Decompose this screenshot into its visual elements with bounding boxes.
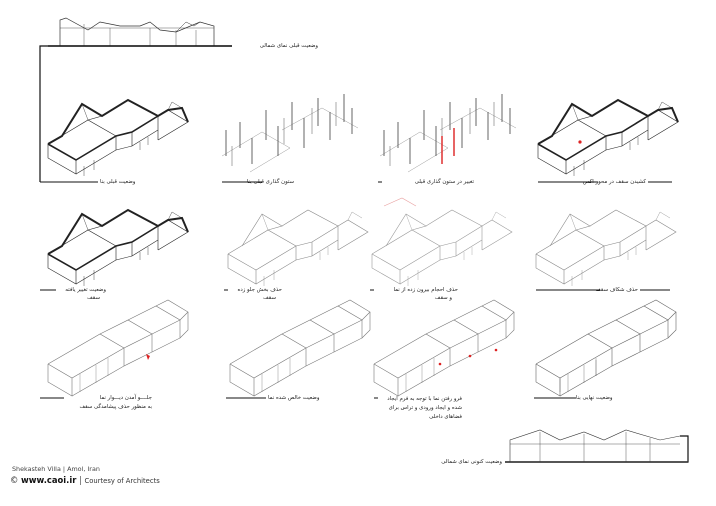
diagram-remove-volumes bbox=[371, 197, 513, 287]
copyright-icon: © bbox=[10, 475, 19, 485]
label-final-building: وضعیت نهایی بنا bbox=[576, 395, 613, 401]
diagram-remove-protrusion bbox=[227, 209, 369, 287]
label-remove-volumes-a: حذف احجام بیرون زده از نما bbox=[393, 287, 458, 293]
north-elevation-after bbox=[505, 429, 688, 463]
label-wall-advance-a: جلــــو آمدن دیـــوار نما bbox=[99, 395, 152, 401]
credit-separator: | bbox=[79, 475, 82, 485]
label-remove-protrusion-b: سقف bbox=[263, 295, 276, 301]
label-existing-columns: ستون گذاری قبلی بنا bbox=[247, 179, 294, 185]
diagram-modified-roof bbox=[47, 209, 189, 287]
label-facade-recess: فرو رفتن نما با توجه به فرم ایجاد شده و … bbox=[387, 396, 462, 420]
label-existing-building: وضعیت قبلی بنا bbox=[100, 179, 136, 185]
diagram-existing-building bbox=[47, 99, 189, 177]
diagram-facade-recess bbox=[373, 299, 515, 397]
courtesy-text: Courtesy of Architects bbox=[84, 477, 160, 485]
label-remove-volumes-b: و سقف bbox=[434, 295, 452, 301]
label-remove-protrusion-a: حذف بخش جلو زده bbox=[237, 287, 282, 293]
diagram-column-change bbox=[379, 93, 517, 173]
label-modified-roof-b: سقف bbox=[87, 295, 100, 301]
project-caption: Shekasteh Villa | Amol, Iran bbox=[12, 465, 100, 473]
diagram-roof-x-axis bbox=[537, 99, 679, 177]
diagram-final-building bbox=[535, 299, 677, 397]
label-column-change: تغییر در ستون گذاری قبلی bbox=[414, 179, 474, 185]
label-wall-advance-b: به منظور حذف پیشامدگی سقف bbox=[79, 404, 153, 410]
diagram-existing-columns bbox=[221, 93, 359, 173]
label-modified-roof-a: وضعیت تغییر یافته bbox=[65, 287, 106, 293]
diagram-purified-facade bbox=[229, 299, 371, 397]
label-purified-facade: وضعیت خالص شده نما bbox=[268, 395, 320, 401]
diagram-remove-roof-gap bbox=[535, 209, 677, 287]
diagram-wall-advance bbox=[47, 299, 189, 397]
label-north-before: وضعیت قبلی نمای شمالی bbox=[259, 43, 318, 49]
source-credit: © www.caoi.ir | Courtesy of Architects bbox=[10, 475, 160, 485]
label-roof-x-axis: کشیدن سقف در محور اکس bbox=[582, 179, 646, 185]
label-north-after: وضعیت کنونی نمای شمالی bbox=[441, 459, 502, 465]
site-link[interactable]: www.caoi.ir bbox=[21, 475, 77, 485]
label-remove-roof-gap: حذف شکاف سقف bbox=[595, 287, 638, 293]
north-elevation-before bbox=[48, 17, 232, 47]
